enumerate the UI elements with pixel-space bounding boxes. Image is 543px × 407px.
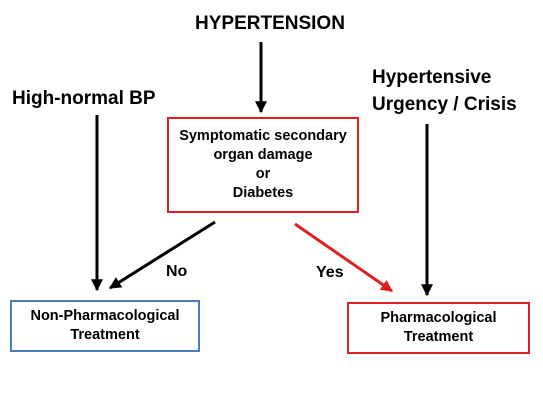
left-box-line-2: Treatment [70, 327, 140, 343]
pharmacological-treatment-box: Pharmacological Treatment [347, 302, 530, 354]
urgency-crisis-line-2: Urgency / Crisis [372, 94, 517, 115]
center-box-line-4: Diabetes [232, 184, 294, 201]
edge-label-yes: Yes [316, 264, 344, 281]
center-box-line-2: organ damage [213, 147, 313, 164]
center-box-line-1: Symptomatic secondary [179, 128, 347, 145]
center-condition-box: Symptomatic secondary organ damage or Di… [167, 117, 359, 213]
non-pharmacological-treatment-box: Non-Pharmacological Treatment [10, 300, 200, 352]
left-box-line-1: Non-Pharmacological [30, 308, 180, 325]
arrow-no [108, 220, 216, 290]
high-normal-bp-label: High-normal BP [12, 88, 156, 109]
right-box-line-1: Pharmacological [380, 310, 497, 327]
edge-label-no: No [166, 263, 188, 280]
right-box-line-2: Treatment [403, 329, 474, 345]
center-box-line-3: or [255, 166, 271, 182]
arrow-yes [294, 222, 393, 293]
urgency-crisis-label: Hypertensive Urgency / Crisis [372, 64, 517, 118]
diagram-title: HYPERTENSION [195, 13, 345, 34]
urgency-crisis-line-1: Hypertensive [372, 67, 492, 88]
